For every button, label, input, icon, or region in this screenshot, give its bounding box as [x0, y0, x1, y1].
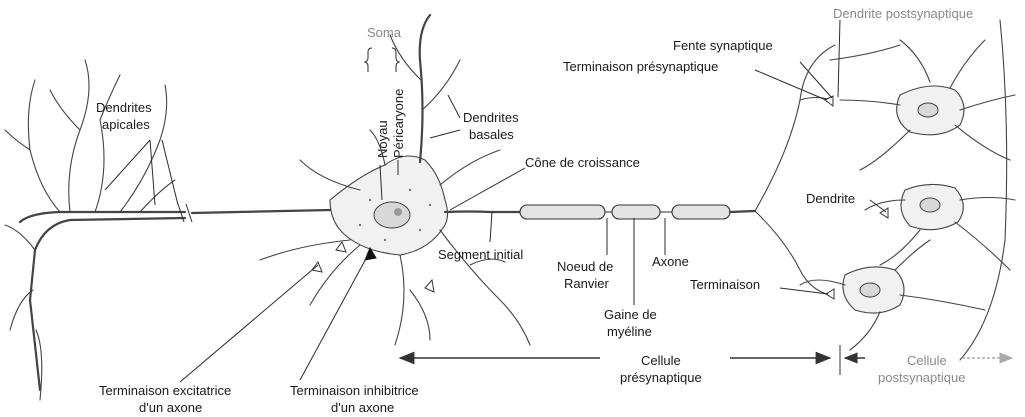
label-inhibitrice-2: d'un axone	[331, 400, 394, 415]
label-pericaryone: Péricaryone	[391, 89, 406, 158]
label-cone: Cône de croissance	[525, 155, 640, 170]
label-dendrites-basales-1: Dendrites	[463, 110, 519, 125]
postsynaptic-cells	[800, 20, 1015, 360]
apical-trunk	[192, 210, 330, 213]
label-terminaison-presynaptique: Terminaison présynaptique	[563, 59, 718, 74]
label-dendrite-postsynaptique: Dendrite postsynaptique	[833, 6, 973, 21]
label-cellule-post-1: Cellule	[907, 353, 947, 368]
label-gaine-2: myéline	[607, 324, 652, 339]
label-dendrites-apicales-1: Dendrites	[96, 100, 152, 115]
label-dendrites-apicales-2: apicales	[102, 117, 150, 132]
leader-lines	[105, 20, 886, 382]
label-inhibitrice-1: Terminaison inhibitrice	[290, 383, 419, 398]
soma-brace	[365, 48, 372, 72]
label-excitatrice-2: d'un axone	[139, 400, 202, 415]
label-axone: Axone	[652, 254, 689, 269]
label-soma: Soma	[367, 25, 402, 40]
label-fente-synaptique: Fente synaptique	[673, 38, 773, 53]
label-noeud-1: Noeud de	[557, 259, 613, 274]
label-cellule-post-2: postsynaptique	[878, 370, 965, 385]
label-cellule-pre-1: Cellule	[641, 353, 681, 368]
label-excitatrice-1: Terminaison excitatrice	[99, 383, 231, 398]
label-cellule-pre-2: présynaptique	[620, 370, 702, 385]
label-noeud-2: Ranvier	[564, 276, 609, 291]
apical-dendrites	[5, 60, 185, 400]
label-segment-initial: Segment initial	[438, 247, 523, 262]
label-noyau: Noyau	[375, 120, 390, 158]
label-gaine-1: Gaine de	[604, 307, 657, 322]
label-terminaison: Terminaison	[690, 277, 760, 292]
label-dendrite: Dendrite	[806, 191, 855, 206]
label-dendrites-basales-2: basales	[469, 127, 514, 142]
